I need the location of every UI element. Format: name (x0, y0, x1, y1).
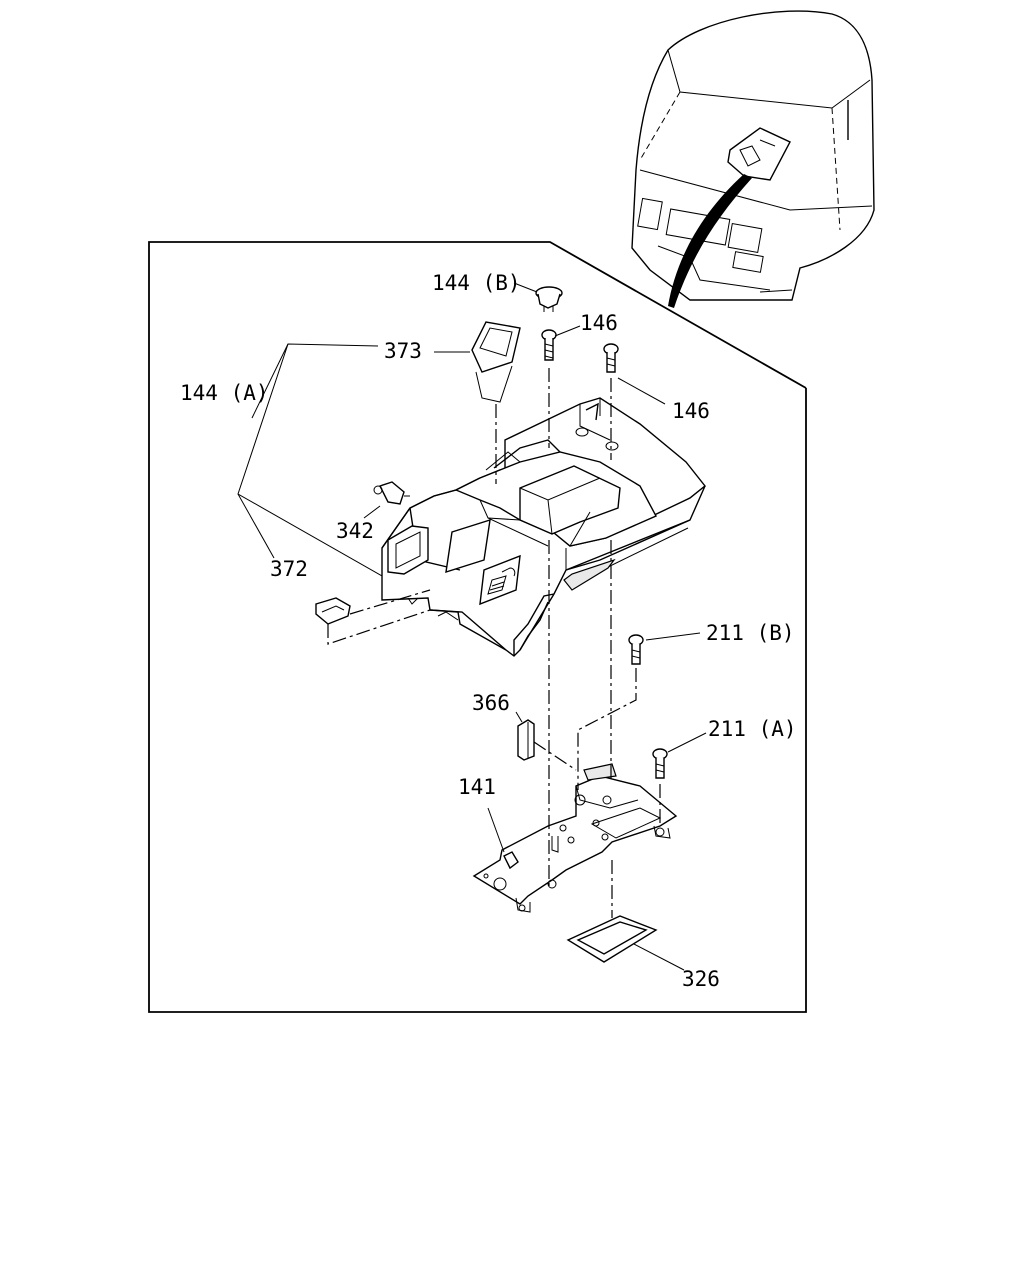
screw-146-right (603, 343, 619, 373)
truck-cab-locator (631, 10, 875, 308)
pad-366 (517, 719, 535, 761)
tray-373 (471, 321, 521, 403)
clip-342 (373, 481, 410, 505)
callout-326: 326 (682, 967, 720, 991)
bolt-211a (652, 748, 668, 779)
callout-146-upper: 146 (580, 311, 618, 335)
callout-211b: 211 (B) (706, 621, 795, 645)
assembly-centerlines (327, 368, 661, 918)
cap-144b (535, 286, 563, 312)
center-console-144a (381, 397, 706, 657)
seal-ring-326 (566, 915, 658, 963)
callout-labels: 144 (B) 146 146 373 144 (A) 342 372 211 … (180, 271, 797, 991)
leader-lines (237, 282, 707, 971)
callout-211a: 211 (A) (708, 717, 797, 741)
diagram-frame (148, 241, 807, 1013)
cover-372 (315, 597, 351, 625)
screw-146-left (541, 329, 557, 361)
callout-141: 141 (458, 775, 496, 799)
callout-366: 366 (472, 691, 510, 715)
callout-144b: 144 (B) (432, 271, 521, 295)
callout-373: 373 (384, 339, 422, 363)
bolt-211b (628, 634, 644, 665)
callout-146-lower: 146 (672, 399, 710, 423)
callout-342: 342 (336, 519, 374, 543)
bracket-141 (472, 763, 678, 913)
callout-144a: 144 (A) (180, 381, 269, 405)
callout-372: 372 (270, 557, 308, 581)
